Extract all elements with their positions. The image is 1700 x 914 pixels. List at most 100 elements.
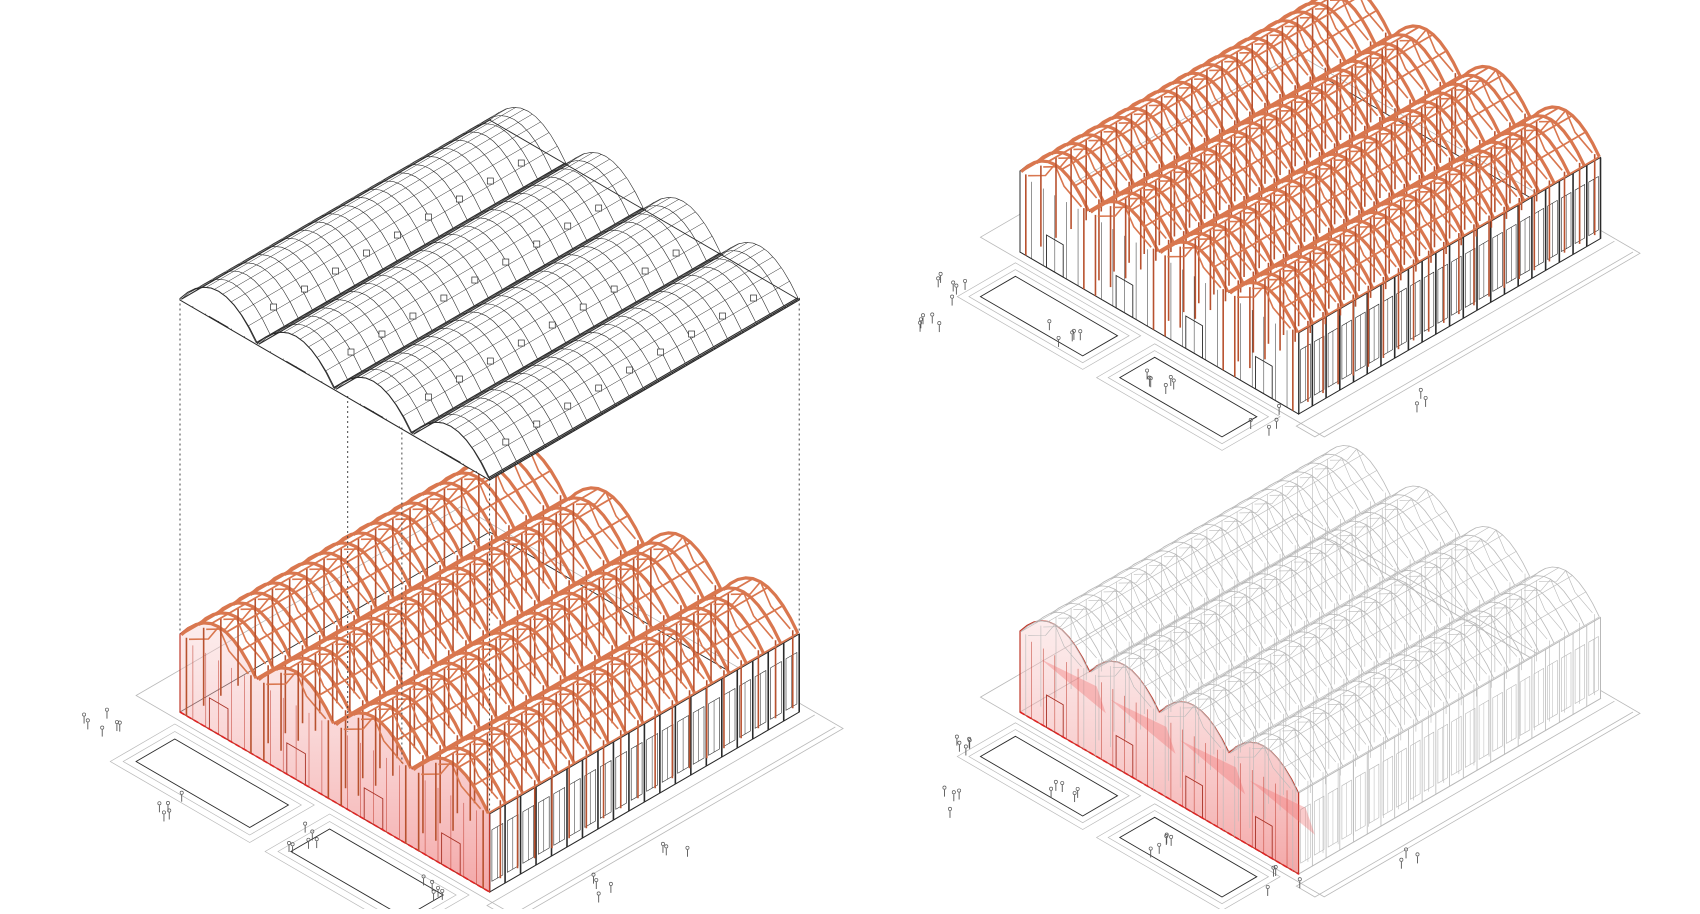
plaza-path [979, 275, 1119, 357]
roof-rib [434, 319, 510, 376]
timber-purlin [240, 469, 552, 652]
timber-brace [1448, 161, 1503, 206]
timber-purlin [1270, 114, 1573, 292]
timber-brace [696, 600, 757, 650]
timber-brace [593, 660, 654, 710]
person-figure-icon [1271, 865, 1276, 877]
person-figure-icon [950, 294, 955, 306]
timber-brace [352, 620, 413, 670]
timber-purlin [225, 451, 537, 634]
timber-purlin [1131, 494, 1434, 671]
timber-purlin [1243, 107, 1546, 285]
roof-rib [258, 332, 334, 388]
person-figure-icon [1273, 865, 1278, 876]
timber-brace [1333, 608, 1388, 652]
timber-purlin [350, 533, 662, 716]
plaza-path [290, 828, 445, 914]
roof-rib [582, 323, 658, 380]
timber-brace [653, 535, 714, 585]
skylight [471, 276, 479, 284]
roof-line [197, 108, 508, 289]
window [1506, 223, 1517, 284]
timber-brace [1043, 615, 1097, 659]
window [1451, 715, 1462, 776]
timber-purlin [210, 442, 522, 625]
timber-brace [1273, 643, 1327, 687]
person-figure-icon [1415, 852, 1420, 864]
person-figure-icon [1056, 335, 1061, 347]
window [1382, 755, 1393, 816]
timber-brace [1239, 40, 1294, 85]
timber-purlin [487, 632, 799, 815]
roof-rib [181, 287, 257, 343]
roof-rib [476, 115, 552, 172]
timber-structure [180, 441, 800, 889]
timber-brace [1212, 217, 1267, 262]
timber-purlin [1200, 74, 1504, 252]
window [677, 714, 689, 774]
timber-purlin [1227, 576, 1530, 753]
roof-line [283, 152, 594, 333]
window [1574, 643, 1585, 705]
timber-brace [1399, 27, 1454, 73]
person-figure-icon [303, 821, 308, 833]
timber-purlin [1104, 487, 1407, 664]
highlight-base-dash [1019, 711, 1300, 875]
timber-brace [1493, 596, 1548, 640]
timber-brace [1282, 258, 1337, 303]
timber-purlin [1047, 0, 1328, 163]
roof-line [488, 297, 799, 479]
timber-brace [1269, 483, 1324, 527]
roof-rib [539, 168, 616, 225]
roof-rib [532, 262, 609, 319]
window [1492, 231, 1503, 292]
person-figure-icon [1415, 401, 1419, 413]
entrance-door [441, 450, 461, 464]
timber-brace [1058, 606, 1112, 650]
timber-brace [1329, 0, 1385, 32]
roof-rib [364, 180, 440, 237]
person-figure-icon [1078, 329, 1083, 341]
timber-brace [507, 710, 568, 760]
timber-brace [1127, 186, 1183, 231]
timber-brace [1209, 57, 1264, 103]
person-figure-icon [963, 744, 968, 756]
timber-brace [1293, 89, 1349, 134]
timber-brace [610, 650, 671, 700]
timber-purlin [1270, 575, 1573, 752]
timber-brace [532, 605, 594, 655]
timber-purlin [1256, 567, 1560, 744]
window [1355, 771, 1366, 832]
timber-brace [1538, 569, 1593, 613]
skylight [517, 159, 525, 167]
timber-brace [1284, 13, 1339, 59]
roof-rib [511, 364, 588, 421]
plaza-path [122, 731, 302, 836]
timber-brace [1263, 107, 1318, 152]
timber-brace [1278, 98, 1333, 143]
entrance-door [363, 405, 384, 419]
person-figure-icon [1157, 842, 1162, 854]
timber-purlin [365, 532, 677, 715]
skylight [595, 384, 603, 392]
window [561, 430, 573, 439]
window [1369, 303, 1380, 364]
roof-rib [539, 348, 616, 405]
timber-brace [1303, 625, 1357, 669]
timber-brace [1267, 267, 1322, 312]
timber-purlin [1229, 116, 1533, 294]
plaza-path [109, 723, 315, 843]
timber-brace [575, 490, 637, 540]
timber-brace [498, 625, 559, 675]
roof-rib [504, 278, 581, 335]
window [739, 678, 751, 738]
timber-brace [1333, 147, 1388, 192]
person-figure-icon [1049, 786, 1054, 798]
window [1465, 247, 1476, 308]
timber-purlin [1130, 33, 1434, 211]
plaza-path [956, 262, 1142, 370]
timber-brace [360, 705, 422, 755]
person-figure-icon [936, 276, 941, 288]
timber-brace [429, 665, 490, 715]
person-figure-icon [85, 718, 90, 730]
